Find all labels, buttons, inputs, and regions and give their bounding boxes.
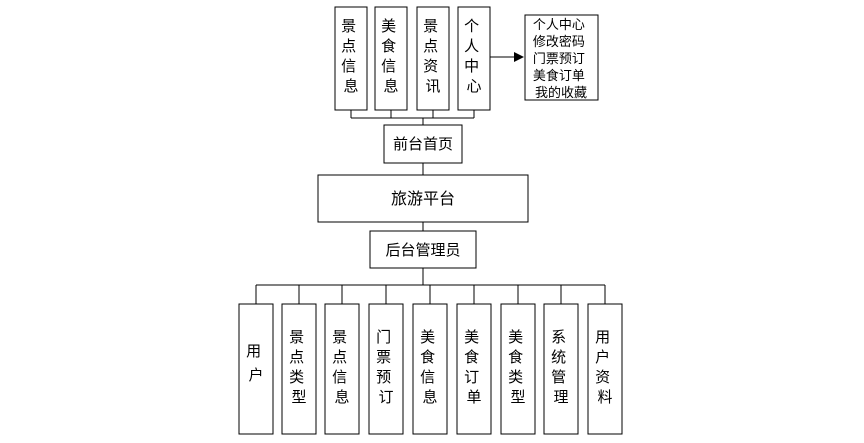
front-module-jingdian-zixun: 景 点 资 讯: [416, 6, 450, 111]
back-module-jingdian-xinxi: 景 点 信 息: [324, 303, 360, 435]
front-module-label: 景 点 资 讯: [423, 17, 443, 95]
back-module-label: 用 户 资 料: [595, 328, 615, 406]
back-module-xitong-guanli: 系 统 管 理: [543, 303, 579, 435]
back-module-label: 系 统 管 理: [551, 328, 571, 406]
back-module-meishi-dingdan: 美 食 订 单: [456, 303, 492, 435]
front-module-jingdian-xinxi: 景 点 信 息: [334, 6, 368, 111]
platform-label: 旅游平台: [391, 189, 455, 208]
back-module-label: 用 户: [246, 342, 266, 384]
front-module-label: 美 食 信 息: [381, 17, 401, 95]
back-module-meishi-xinxi: 美 食 信 息: [412, 303, 448, 435]
platform-box: 旅游平台: [317, 174, 529, 223]
back-module-label: 美 食 类 型: [508, 328, 528, 406]
back-module-label: 门 票 预 订: [376, 328, 396, 406]
back-connectors: [255, 268, 606, 304]
front-module-label: 景 点 信 息: [341, 17, 361, 95]
back-module-label: 景 点 信 息: [332, 328, 352, 406]
personal-center-items: 个人中心 修改密码 门票预订 美食订单 我的收藏: [533, 18, 589, 101]
front-home-box: 前台首页: [383, 124, 463, 164]
personal-center-detail-box: 个人中心 修改密码 门票预订 美食订单 我的收藏: [524, 14, 599, 101]
back-module-label: 景 点 类 型: [289, 328, 309, 406]
back-module-meishi-leixing: 美 食 类 型: [500, 303, 536, 435]
front-module-geren-zhongxin: 个 人 中 心: [457, 6, 491, 111]
front-home-label: 前台首页: [393, 135, 453, 153]
back-module-yonghu: 用 户: [238, 303, 274, 435]
front-module-label: 个 人 中 心: [464, 17, 484, 95]
back-module-label: 美 食 信 息: [420, 328, 440, 406]
back-module-jingdian-leixing: 景 点 类 型: [281, 303, 317, 435]
back-module-yonghu-ziliao: 用 户 资 料: [587, 303, 623, 435]
back-module-menpiao-yuding: 门 票 预 订: [368, 303, 404, 435]
front-connectors: [350, 52, 524, 125]
back-module-label: 美 食 订 单: [464, 328, 484, 406]
admin-label: 后台管理员: [385, 241, 460, 259]
admin-box: 后台管理员: [369, 230, 477, 269]
front-module-meishi-xinxi: 美 食 信 息: [374, 6, 408, 111]
